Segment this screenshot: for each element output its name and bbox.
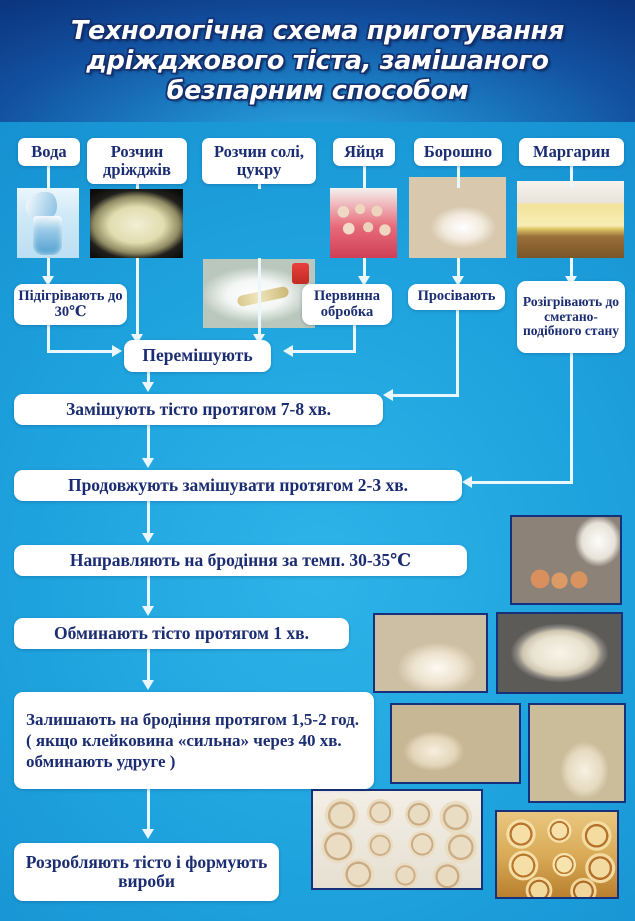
connector-sifting-down [456,310,459,396]
butter-eggs-flour-sugar-ingredients-photo [510,515,622,605]
step-box-shape-products: Розробляють тісто і формують вироби [14,843,279,901]
process-box-sifting: Просівають [408,284,505,310]
connector-salt-photo-down [258,258,261,336]
arrow-leave-to-shaping [142,829,154,839]
poster-header: Технологічна схема приготування дріжджов… [0,0,635,122]
arrow-water-to-heating [42,276,54,286]
connector-primary-processing-down [353,325,356,352]
ingredient-label-margarine: Маргарин [519,138,624,166]
connector-kneading-to-continue [147,425,150,460]
raw-cinnamon-rolls-on-tray-photo [311,789,483,890]
step-box-knock-back-1-min: Обминають тісто протягом 1 хв. [14,618,349,649]
arrow-eggs-to-primary-processing [358,276,370,286]
connector-melting-left [471,481,573,484]
arrow-salt-to-mixing [253,334,265,344]
arrow-knockback-to-leave [142,680,154,690]
connector-salt-label-to-photo [258,184,261,189]
baked-cinnamon-rolls-photo [495,810,619,899]
dough-balls-with-flour-photo [390,703,521,784]
ingredient-label-eggs: Яйця [333,138,395,166]
connector-yeast-label-to-photo [136,184,139,189]
connector-knockback-to-leave [147,649,150,682]
connector-leave-to-shaping [147,789,150,831]
connector-mixing-to-kneading [147,372,150,384]
connector-yeast-photo-down [136,258,139,336]
connector-eggs-label-to-photo [363,166,366,188]
ingredient-label-flour: Борошно [414,138,502,166]
yeast-solution-in-bowl-photo [90,189,183,258]
process-box-primary-processing: Первинна обробка [302,284,392,325]
arrow-melting-to-continue-kneading [462,476,472,488]
flour-with-wheat-ears-photo [409,177,506,258]
ingredient-label-salt-sugar-solution: Розчин солі, цукру [202,138,316,184]
arrow-sifting-to-kneading [383,389,393,401]
arrow-heating-to-mixing [112,345,122,357]
connector-margarine-label-to-photo [570,166,573,188]
arrow-flour-to-sifting [452,276,464,286]
arrow-primary-processing-to-mixing [283,345,293,357]
connector-eggs-photo-down [363,258,366,278]
connector-heating-right [47,350,114,353]
water-pouring-into-glass-photo [17,188,79,258]
step-box-mixing: Перемішують [124,340,271,372]
connector-water-photo-down [47,258,50,278]
connector-heating-down [47,325,50,352]
connector-primary-processing-left [292,350,356,353]
ingredient-label-yeast-solution: Розчин дріжджів [87,138,187,184]
risen-dough-in-metal-bowl-photo [496,612,623,694]
connector-melting-down [570,353,573,483]
dough-balls-with-sifter-photo [528,703,626,803]
arrow-kneading-to-continue [142,458,154,468]
process-box-heat-to-30: Підігрівають до 30℃ [14,284,127,325]
page-title: Технологічна схема приготування дріжджов… [70,15,565,107]
arrow-continue-to-ferment [142,533,154,543]
connector-water-label-to-photo [47,166,50,188]
connector-sifting-left [392,394,459,397]
eggs-in-tray-photo [330,188,397,258]
step-box-ferment-30-35: Направляють на бродіння за темп. 30-35℃ [14,545,467,576]
kneaded-dough-on-floured-surface-photo [373,613,488,693]
connector-flour-label-to-photo [457,166,460,188]
connector-continue-to-ferment [147,501,150,535]
step-box-leave-to-ferment-1-5-2-hours: Залишають на бродіння протягом 1,5-2 год… [14,692,374,789]
connector-flour-photo-down [457,258,460,278]
arrow-mixing-to-kneading [142,382,154,392]
step-box-continue-knead-2-3-min: Продовжують замішувати протягом 2-3 хв. [14,470,462,501]
process-box-melt-to-sour-cream-state: Розігрівають до сметано-подібного стану [517,281,625,353]
margarine-sliced-on-board-photo [517,181,624,258]
connector-ferment-to-knockback [147,576,150,608]
step-box-knead-7-8-min: Замішують тісто протягом 7-8 хв. [14,394,383,425]
connector-margarine-photo-down [570,258,573,278]
ingredient-label-water: Вода [18,138,80,166]
arrow-ferment-to-knockback [142,606,154,616]
arrow-yeast-to-mixing [131,334,143,344]
